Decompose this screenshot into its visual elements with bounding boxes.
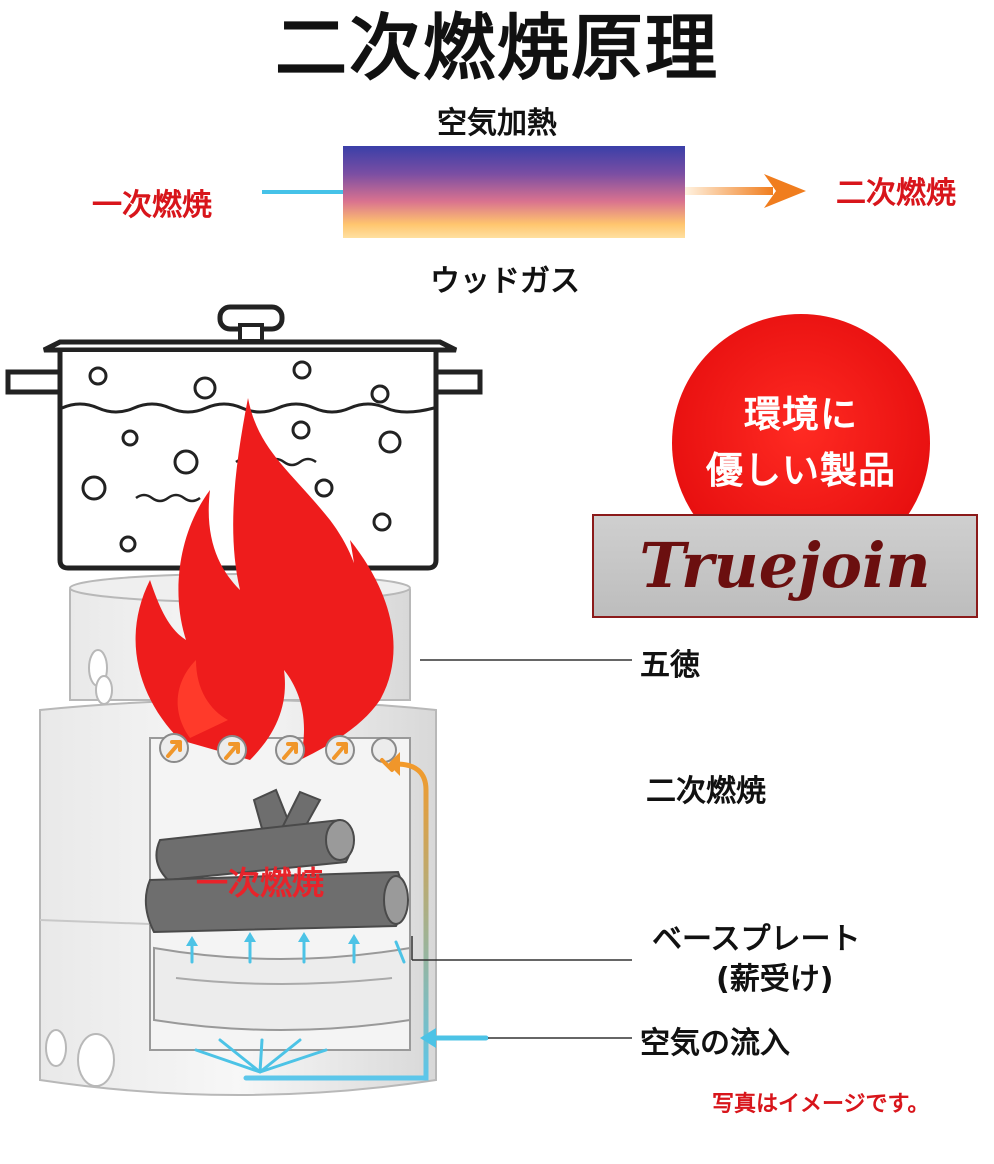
inner-primary-label: 一次燃焼 bbox=[196, 864, 325, 902]
image-note: 写真はイメージです。 bbox=[712, 1092, 930, 1117]
callout-secondary: 二次燃焼 bbox=[646, 774, 766, 809]
logs-icon bbox=[144, 788, 409, 934]
callout-base-plate: ベースプレート bbox=[652, 922, 861, 957]
brand-box bbox=[592, 514, 978, 618]
badge-line-2: 優しい製品 bbox=[706, 449, 896, 492]
heating-gradient-bar bbox=[343, 146, 685, 238]
callout-base-plate-sub: (薪受け) bbox=[716, 962, 834, 997]
wood-gas-label: ウッドガス bbox=[430, 264, 580, 299]
badge-line-1: 環境に bbox=[744, 393, 858, 436]
secondary-combustion-label: 二次燃焼 bbox=[836, 176, 956, 211]
output-arrow-icon bbox=[685, 174, 806, 208]
air-flow-arrows bbox=[186, 752, 489, 1081]
heated-air-arrows bbox=[166, 740, 394, 772]
callout-air-inflow: 空気の流入 bbox=[640, 1026, 790, 1061]
flame-icon bbox=[135, 398, 394, 760]
callout-lines bbox=[411, 659, 632, 1039]
page-title: 二次燃焼原理 bbox=[274, 6, 719, 90]
brand-logo: Truejoin bbox=[639, 529, 931, 602]
callout-gotoku: 五徳 bbox=[640, 648, 700, 683]
primary-combustion-label: 一次燃焼 bbox=[92, 188, 212, 223]
air-heating-label: 空気加熱 bbox=[437, 106, 557, 141]
